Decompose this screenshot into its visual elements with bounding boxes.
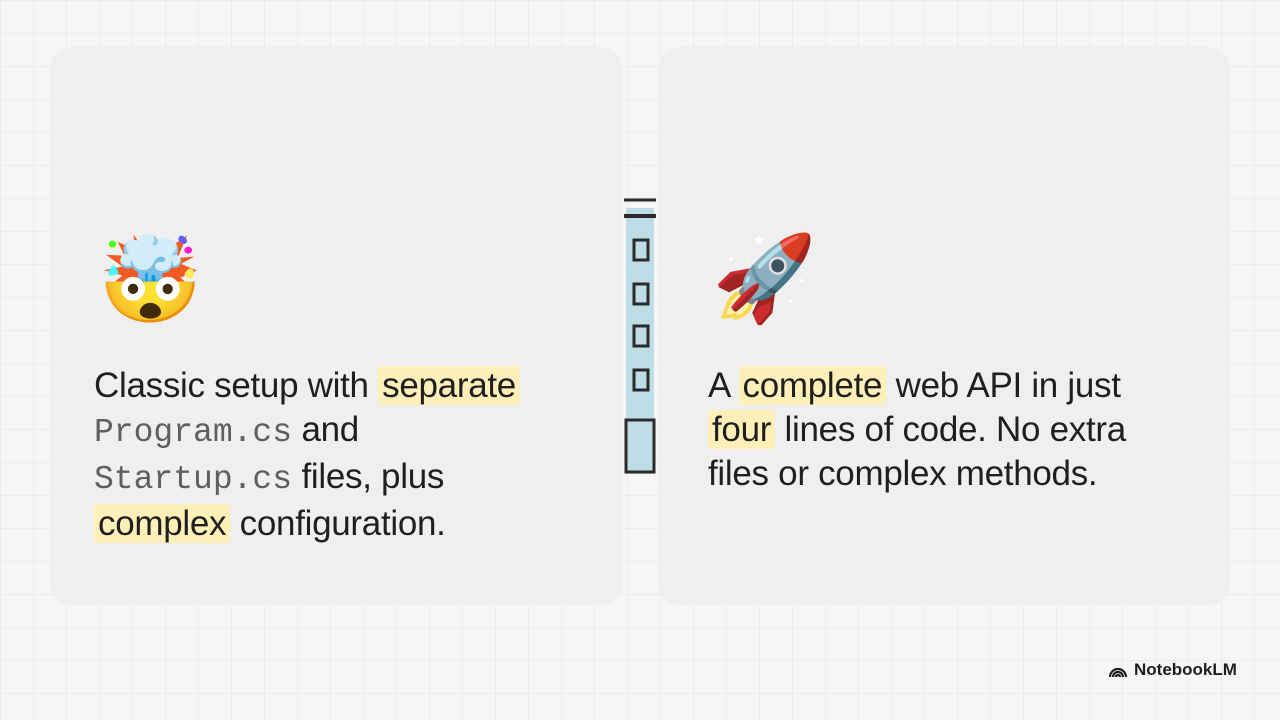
highlight-separate: separate (378, 366, 520, 405)
right-card (658, 47, 1230, 605)
building-strip-illustration (624, 198, 656, 474)
code-program-cs: Program.cs (94, 414, 293, 451)
code-startup-cs: Startup.cs (94, 461, 293, 498)
notebooklm-logo-icon (1108, 667, 1128, 678)
highlight-complex: complex (94, 504, 231, 543)
right-card-description: A complete web API in just four lines of… (708, 366, 1126, 493)
brand-label: NotebookLM (1134, 660, 1237, 679)
notebooklm-brand: NotebookLM (1108, 660, 1237, 680)
highlight-complete: complete (738, 366, 887, 405)
exploding-head-icon: 🤯 (98, 233, 203, 327)
rocket-icon: 🚀 (712, 231, 817, 325)
left-card-description: Classic setup with separate Program.cs a… (94, 364, 594, 546)
highlight-four: four (708, 410, 776, 449)
